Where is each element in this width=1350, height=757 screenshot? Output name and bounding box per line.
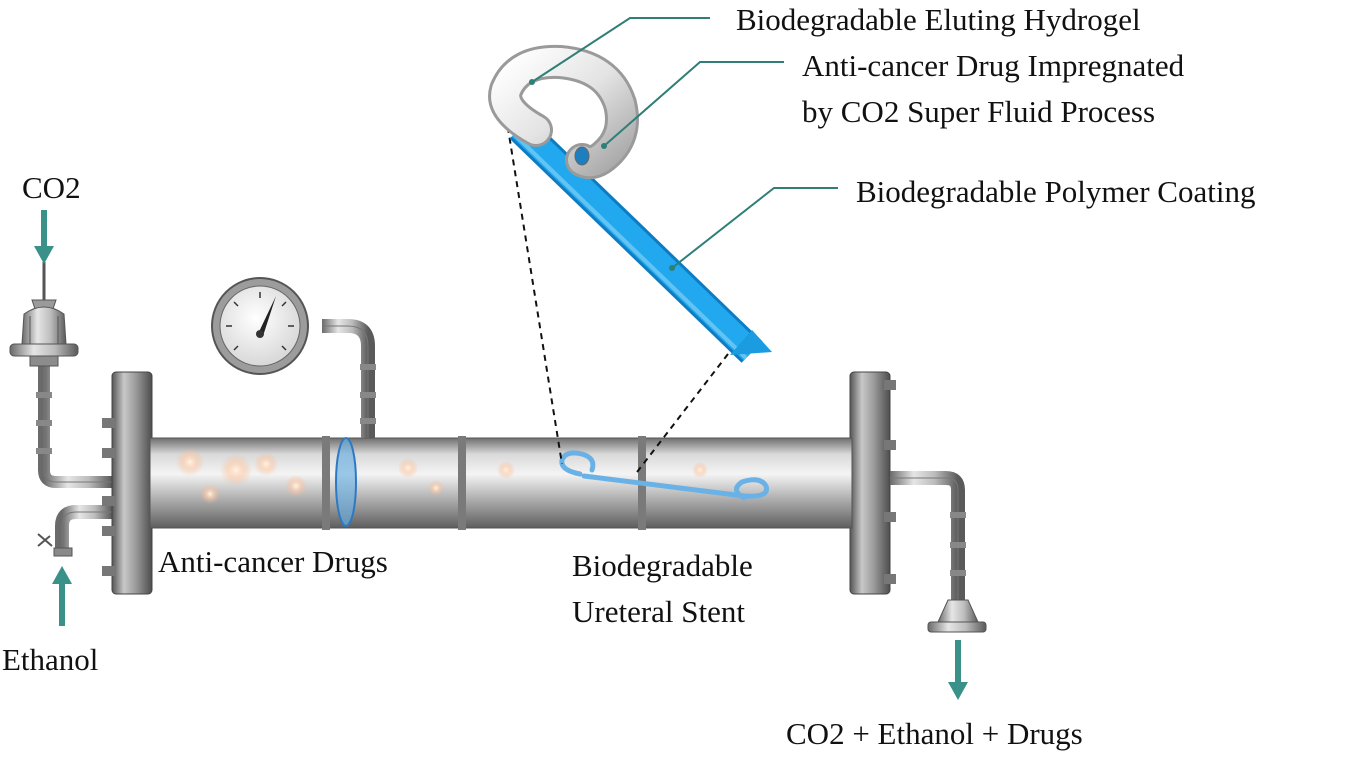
ethanol-inlet-tap — [37, 505, 112, 557]
label-anticancer-drug-impregnated-line2: by CO2 Super Fluid Process — [802, 94, 1156, 129]
label-ureteral-stent-line1: Biodegradable — [572, 548, 753, 583]
pressure-regulator-valve — [9, 262, 79, 367]
pressure-gauge-icon — [211, 277, 309, 375]
filter-disc — [335, 437, 357, 527]
outlet-pipe — [890, 471, 987, 633]
co2-inflow-arrow-icon — [34, 210, 54, 264]
left-flange — [102, 371, 153, 595]
label-anticancer-drugs: Anti-cancer Drugs — [158, 544, 388, 579]
drug-particles — [176, 448, 708, 504]
label-outlet-mixture: CO2 + Ethanol + Drugs — [786, 716, 1083, 751]
label-biodegradable-eluting-hydrogel: Biodegradable Eluting Hydrogel — [736, 2, 1141, 37]
leader-lines — [531, 17, 838, 269]
right-flange — [849, 371, 896, 595]
label-ureteral-stent-line2: Ureteral Stent — [572, 594, 746, 629]
label-ethanol-inlet: Ethanol — [2, 642, 99, 677]
outflow-arrow-icon — [948, 640, 968, 700]
co2-inlet-pipe — [36, 360, 112, 488]
gauge-connection-pipe — [322, 319, 376, 438]
ethanol-inflow-arrow-icon — [52, 566, 72, 626]
label-co2-inlet: CO2 — [22, 170, 81, 205]
stent-inside-vessel — [559, 450, 769, 501]
label-anticancer-drug-impregnated-line1: Anti-cancer Drug Impregnated — [802, 48, 1185, 83]
zoom-indicator-lines — [505, 115, 729, 477]
label-biodegradable-polymer-coating: Biodegradable Polymer Coating — [856, 174, 1256, 209]
leader-dots — [529, 79, 675, 271]
stent-enlarged — [488, 44, 772, 363]
